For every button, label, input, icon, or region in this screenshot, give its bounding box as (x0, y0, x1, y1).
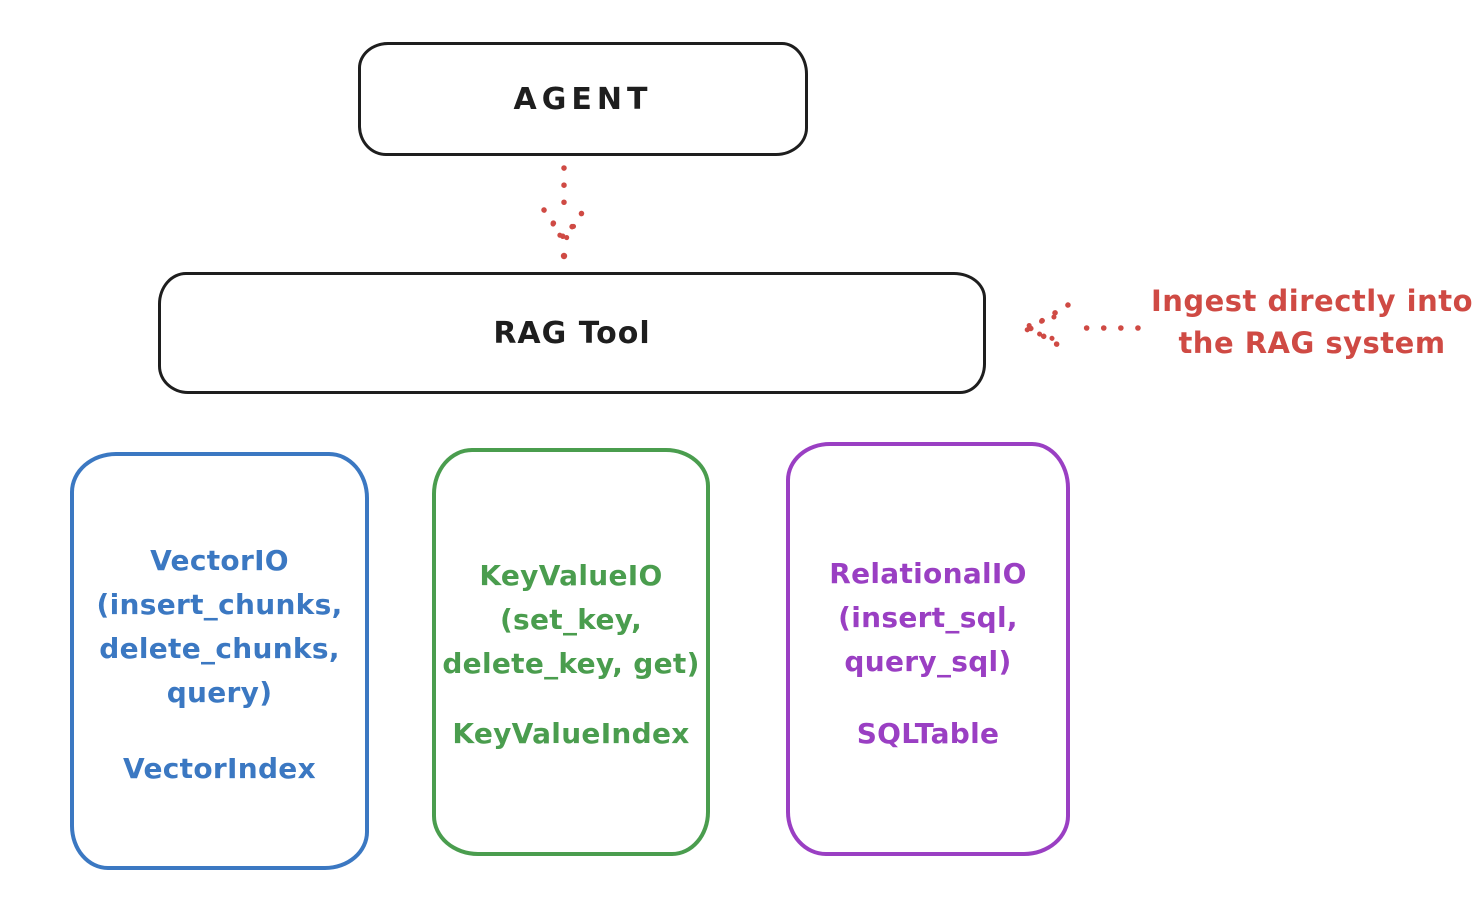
vector-io-methods-line: query) (166, 676, 273, 709)
agent-node: AGENT (358, 42, 808, 156)
vector-io-methods-line: (insert_chunks, (96, 588, 343, 621)
ingest-annotation-line1: Ingest directly into (1150, 284, 1474, 318)
sql-table-label: SQLTable (856, 717, 1000, 750)
ingest-annotation: Ingest directly into the RAG system (1140, 280, 1484, 364)
agent-node-label: AGENT (513, 81, 653, 117)
relational-io-name: RelationalIO (829, 557, 1027, 590)
ingest-arrow-icon (1019, 302, 1141, 354)
keyvalue-io-methods-line: (set_key, (499, 603, 643, 636)
vector-io-card: VectorIO (insert_chunks, delete_chunks, … (70, 452, 369, 870)
keyvalue-io-card: KeyValueIO (set_key, delete_key, get) Ke… (432, 448, 710, 856)
rag-tool-node: RAG Tool (158, 272, 986, 394)
relational-io-card: RelationalIO (insert_sql, query_sql) SQL… (786, 442, 1070, 856)
agent-to-rag-arrow-icon (541, 165, 587, 260)
keyvalue-index-label: KeyValueIndex (452, 717, 690, 750)
relational-io-methods-line: query_sql) (844, 645, 1012, 678)
ingest-annotation-line2: the RAG system (1178, 326, 1446, 360)
keyvalue-io-name: KeyValueIO (479, 559, 663, 592)
relational-io-methods-line: (insert_sql, (838, 601, 1018, 634)
vector-index-label: VectorIndex (123, 752, 316, 785)
rag-tool-node-label: RAG Tool (493, 315, 651, 351)
vector-io-methods-line: delete_chunks, (99, 632, 340, 665)
vector-io-name: VectorIO (150, 544, 289, 577)
keyvalue-io-methods-line: delete_key, get) (442, 647, 700, 680)
